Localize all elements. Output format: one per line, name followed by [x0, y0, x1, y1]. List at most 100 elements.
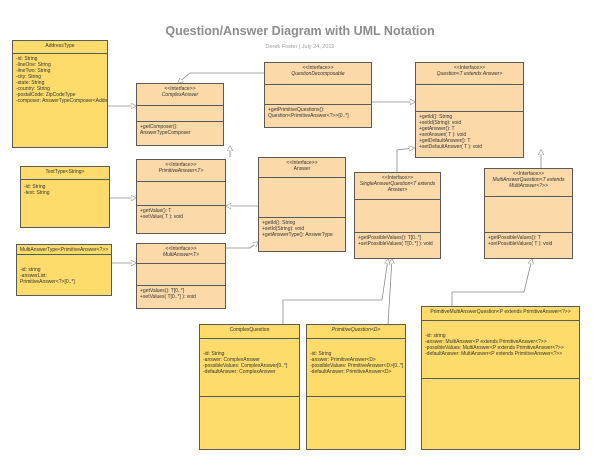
method: +getPossibleValues(): T	[488, 235, 541, 241]
attribute-section	[137, 182, 225, 206]
attribute-section	[259, 178, 345, 218]
attribute-list: -id: string -answerList: PrimitiveAnswer…	[17, 255, 111, 287]
attribute-section	[355, 200, 440, 233]
class-multianswertype[interactable]: MultiAnswerType<PrimitiveAnswer<?>> -id:…	[16, 244, 112, 296]
interface-question[interactable]: <<Interface>> Question<T extends Answer>…	[415, 62, 524, 158]
method-list: +getValue(): T +setValue( T ): void	[137, 206, 225, 222]
interface-name: Question<T extends Answer>	[436, 71, 503, 77]
interface-primitiveanswer[interactable]: <<Interface>> PrimitiveAnswer<T> +getVal…	[136, 159, 226, 234]
class-texttype[interactable]: TextType<String> -id: String -text: Stri…	[20, 166, 110, 228]
stereotype-label: <<Interface>>	[302, 65, 334, 71]
method: +getValue(): T	[140, 208, 172, 214]
class-name: PrimitiveMultiAnswerQuestion<P extends P…	[430, 309, 571, 315]
class-name: ComplexQuestion	[229, 327, 270, 333]
method: +getId(): String	[419, 114, 453, 120]
stereotype-label: <<Interface>>	[164, 86, 196, 92]
attribute-list: -id: String -text: String	[21, 180, 109, 198]
interface-name: SingleAnswerQuestion<T extends Answer>	[359, 181, 436, 193]
interface-multianswerquestion[interactable]: <<Interface>> MultiAnswerQuestion<T exte…	[484, 168, 573, 259]
attribute: -lineTwo: String	[16, 68, 51, 74]
interface-header: <<Interface>> QuestionDecomposable	[265, 63, 371, 85]
method: +setId(String): void	[262, 226, 305, 232]
attribute: -answer: ComplexAnswer	[203, 357, 260, 363]
method: +getAnswer(): T	[419, 126, 455, 132]
attribute: -possibleValues: MultiAnswer<P extends P…	[425, 345, 564, 351]
diagram-title: Question/Answer Diagram with UML Notatio…	[165, 24, 435, 38]
class-addresstype[interactable]: AddressType -id: String -lineOne: String…	[12, 40, 108, 148]
method-list: +getPossibleValues(): T[0..*] +setPossib…	[355, 233, 440, 249]
stereotype-label: <<Interface>>	[453, 65, 486, 71]
method-section	[200, 397, 299, 401]
interface-header: <<Interface>> ComplexAnswer	[137, 84, 223, 106]
interface-answer[interactable]: <<Interface>> Answer +getId(): String +s…	[258, 157, 346, 252]
attribute-section	[137, 106, 223, 122]
method: +getPrimitiveQuestions():	[268, 107, 325, 113]
method-list: +getId(): String +setId(String): void +g…	[259, 218, 345, 240]
stereotype-label: <<Interface>>	[165, 162, 197, 168]
method: +getComposer():	[140, 124, 178, 130]
attribute: -id: string	[20, 267, 41, 273]
interface-name: MultiAnswerQuestion<T extends MultiAnswe…	[492, 177, 565, 189]
stereotype-label: <<Interface>>	[512, 171, 545, 177]
attribute-list: -id: string -answer: MultiAnswer<P exten…	[422, 321, 579, 379]
interface-multianswer[interactable]: <<Interface>> MultiAnswer<T> +getValues(…	[136, 243, 226, 309]
method-section	[307, 397, 405, 401]
interface-header: <<Interface>> MultiAnswerQuestion<T exte…	[485, 169, 572, 197]
method-section	[422, 379, 579, 383]
attribute: PrimitiveAnswer<?>[0..*]	[20, 279, 75, 285]
attribute: -id: String	[203, 351, 225, 357]
interface-header: <<Interface>> PrimitiveAnswer<T>	[137, 160, 225, 182]
attribute: -id: String	[310, 351, 332, 357]
interface-header: <<Interface>> Answer	[259, 158, 345, 178]
class-name: PrimitiveQuestion<D>	[331, 327, 381, 333]
attribute-section	[485, 197, 572, 233]
attribute: -postalCode: ZipCodeType	[16, 92, 76, 98]
interface-name: QuestionDecomposable	[291, 71, 345, 77]
attribute: -possibleValues: ComplexAnswer[0..*]	[203, 363, 288, 369]
interface-questiondecomposable[interactable]: <<Interface>> QuestionDecomposable +getP…	[264, 62, 372, 128]
method: +setDefaultAnswer( T ): void	[419, 144, 483, 150]
method-list: +getComposer(): AnswerTypeComposer	[137, 122, 223, 138]
attribute: -id: string	[425, 333, 446, 339]
attribute: -id: String	[16, 56, 38, 62]
method-list: +getPrimitiveQuestions(): Question<Primi…	[265, 105, 371, 121]
class-header: ComplexQuestion	[200, 325, 299, 339]
edge-complexanswer-questiondecomposable	[178, 72, 264, 83]
method: +setPossibleValues( T[0..*] ): void	[358, 241, 433, 247]
edge-primitivequestion-singleanswer	[387, 259, 392, 325]
method: +getAnswerType(): AnswerType	[262, 232, 333, 238]
attribute: -state: String	[16, 80, 45, 86]
method: +setAnswer( T ): void	[419, 132, 467, 138]
attribute: -id: String	[24, 184, 46, 190]
interface-complexanswer[interactable]: <<Interface>> ComplexAnswer +getComposer…	[136, 83, 224, 146]
attribute: -possibleValues: PrimitiveAnswer<D>[0..*…	[310, 363, 404, 369]
method: +getId(): String	[262, 220, 296, 226]
class-complexquestion[interactable]: ComplexQuestion -id: String -answer: Com…	[199, 324, 300, 450]
method: Question<PrimitiveAnswer<?>>[0..*]	[268, 113, 349, 119]
method-list: +getId(): String +setId(String): void +g…	[416, 112, 523, 152]
attribute: -answer: MultiAnswer<P extends Primitive…	[425, 339, 547, 345]
attribute: -text: String	[24, 190, 50, 196]
method: +setValue( T ): void	[140, 214, 183, 220]
edge-multianswer-answer	[226, 242, 258, 249]
method: AnswerTypeComposer	[140, 130, 191, 136]
class-primitivemultianswerquestion[interactable]: PrimitiveMultiAnswerQuestion<P extends P…	[421, 306, 580, 450]
interface-singleanswerquestion[interactable]: <<Interface>> SingleAnswerQuestion<T ext…	[354, 172, 441, 259]
interface-name: ComplexAnswer	[161, 92, 199, 98]
attribute-list: -id: String -answer: PrimitiveAnswer<D> …	[307, 339, 405, 397]
attribute: -defaultAnswer: ComplexAnswer	[203, 369, 276, 375]
interface-name: MultiAnswer<T>	[162, 252, 200, 258]
stereotype-label: <<Interface>>	[286, 160, 318, 166]
attribute-list: -id: String -answer: ComplexAnswer -poss…	[200, 339, 299, 397]
class-primitivequestion[interactable]: PrimitiveQuestion<D> -id: String -answer…	[306, 324, 406, 450]
stereotype-label: <<Interface>>	[381, 175, 414, 181]
class-name: TextType<String>	[45, 169, 85, 175]
attribute: -answer: PrimitiveAnswer<D>	[310, 357, 376, 363]
class-header: AddressType	[13, 41, 107, 54]
diagram-subtitle: Derek Foster | July 24, 2019	[265, 44, 335, 50]
method: +getPossibleValues(): T[0..*]	[358, 235, 422, 241]
class-header: PrimitiveQuestion<D>	[307, 325, 405, 339]
attribute-section	[265, 85, 371, 105]
interface-header: <<Interface>> MultiAnswer<T>	[137, 244, 225, 264]
